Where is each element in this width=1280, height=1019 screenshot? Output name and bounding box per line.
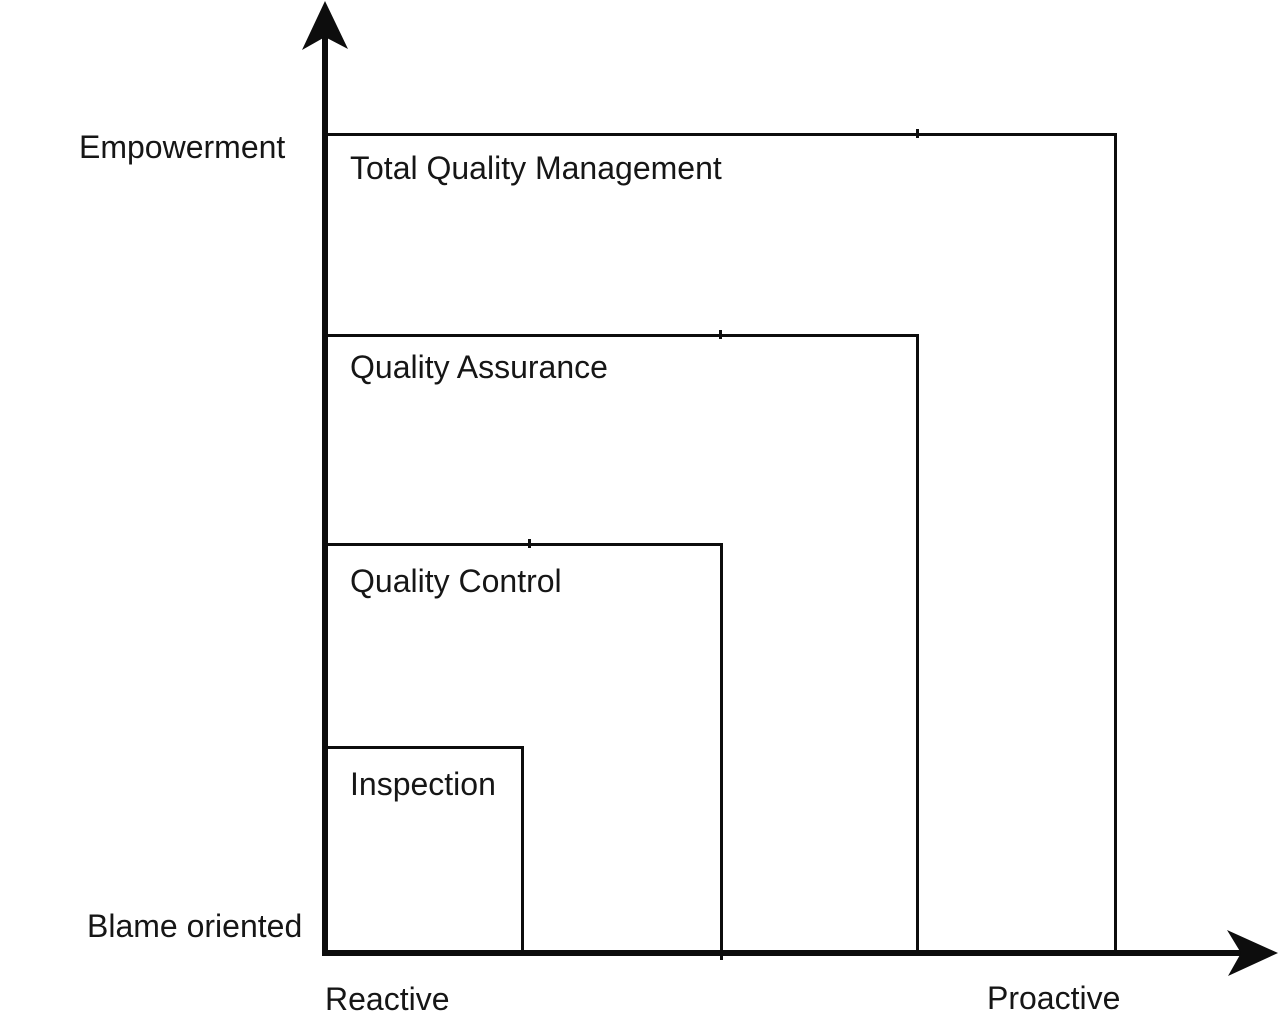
y-axis-arrowhead-icon — [302, 1, 348, 50]
x-axis-left-label: Reactive — [325, 981, 450, 1017]
y-axis-top-label: Empowerment — [79, 129, 286, 165]
join-tick — [528, 539, 531, 548]
x-axis-line — [322, 950, 1246, 956]
total-quality-management-label: Total Quality Management — [350, 150, 722, 186]
join-tick — [719, 330, 722, 339]
y-axis-line — [322, 36, 328, 956]
join-tick — [916, 129, 919, 138]
y-axis-bottom-label: Blame oriented — [87, 908, 303, 944]
quality-assurance-label: Quality Assurance — [350, 349, 608, 385]
quality-control-label: Quality Control — [350, 563, 562, 599]
inspection-label: Inspection — [350, 766, 496, 802]
join-tick — [720, 953, 723, 960]
x-axis-arrowhead-icon — [1227, 930, 1278, 976]
x-axis-right-label: Proactive — [987, 980, 1121, 1016]
